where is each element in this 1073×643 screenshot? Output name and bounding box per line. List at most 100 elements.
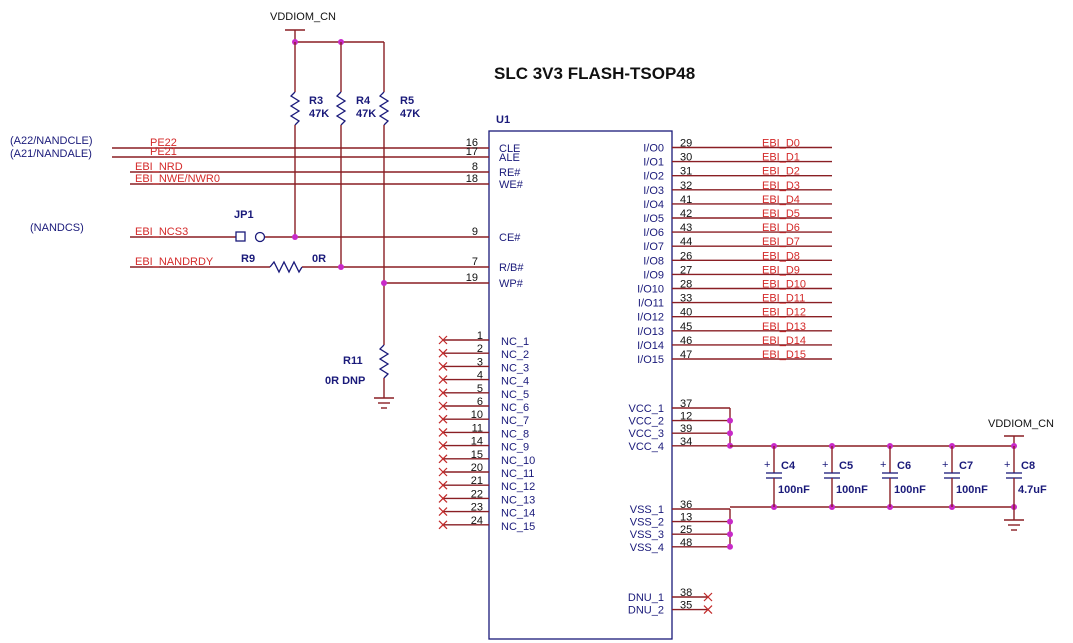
io-pin-name: I/O4 (643, 199, 664, 211)
cap-polarity: + (822, 459, 828, 471)
resistor-r5 (378, 42, 390, 345)
cap-ref: C6 (897, 460, 911, 472)
alias-ncs: (NANDCS) (30, 222, 84, 234)
io-pin-number: 47 (680, 349, 692, 361)
io-pin-number: 32 (680, 180, 692, 192)
io-pin-name: I/O0 (643, 143, 664, 155)
io-pin-number: 29 (680, 138, 692, 150)
io-pin-name: I/O1 (643, 157, 664, 169)
io-pin-name: I/O11 (638, 298, 664, 310)
r5-value: 47K (400, 108, 420, 120)
junction-dot (727, 518, 733, 525)
nc-pin-number: 5 (477, 383, 483, 395)
io-pin-name: I/O5 (643, 213, 664, 225)
nc-pin-number: 11 (472, 422, 483, 434)
jp1-ref: JP1 (234, 209, 254, 221)
flash-chip-body (488, 130, 673, 640)
cap-value: 4.7uF (1018, 484, 1047, 496)
vcc-pin-name: VCC_1 (629, 403, 664, 415)
io-net-label: EBI_D8 (762, 250, 800, 262)
cap-value: 100nF (836, 484, 868, 496)
vddiom-label-right: VDDIOM_CN (988, 418, 1054, 430)
vcc-pin-number: 34 (680, 436, 692, 448)
cap-polarity: + (880, 459, 886, 471)
pin-name-left: CLE (499, 143, 520, 155)
io-pin-number: 41 (680, 194, 692, 206)
cap-ref: C8 (1021, 460, 1035, 472)
io-pin-name: I/O14 (637, 340, 664, 352)
io-pin-number: 42 (680, 208, 692, 220)
vss-pin-name: VSS_1 (630, 504, 664, 516)
vss-pin-number: 36 (680, 499, 692, 511)
pin-number-left: 19 (466, 272, 478, 284)
vss-pin-number: 13 (680, 512, 692, 524)
pin-name-left: CE# (499, 232, 521, 244)
pin-name-left: ALE (499, 152, 520, 164)
vddiom-label-top: VDDIOM_CN (270, 11, 336, 23)
junction-dot (727, 543, 733, 550)
io-pin-number: 31 (680, 166, 692, 178)
io-net-label: EBI_D5 (762, 208, 800, 220)
io-pin-number: 30 (680, 152, 692, 164)
ground-symbol-caps (1004, 519, 1024, 531)
vss-pin-name: VSS_4 (630, 542, 664, 554)
ground-symbol-r11 (374, 397, 394, 409)
chip-ref: U1 (496, 114, 510, 126)
dnu-pin-number: 38 (680, 587, 692, 599)
nc-pin-name: NC_6 (501, 402, 529, 414)
r5-ref: R5 (400, 95, 414, 107)
vcc-pin-name: VCC_4 (629, 441, 664, 453)
io-pin-number: 46 (680, 335, 692, 347)
net-label-left: PE22 (150, 137, 177, 149)
vcc-pin-name: VCC_2 (629, 416, 664, 428)
jumper-jp1 (235, 231, 266, 243)
io-pin-name: I/O9 (643, 269, 664, 281)
io-net-label: EBI_D15 (762, 349, 806, 361)
cap-polarity: + (942, 459, 948, 471)
nc-pin-number: 1 (477, 330, 483, 342)
io-net-label: EBI_D0 (762, 138, 800, 150)
io-net-label: EBI_D9 (762, 264, 800, 276)
junction-dot (727, 417, 733, 424)
io-pin-number: 27 (680, 264, 692, 276)
r4-ref: R4 (356, 95, 371, 107)
io-net-label: EBI_D11 (762, 293, 805, 305)
nc-pin-number: 22 (471, 488, 483, 500)
nc-pin-name: NC_11 (501, 468, 534, 480)
nc-pin-name: NC_3 (501, 362, 529, 374)
nc-pin-name: NC_14 (501, 508, 535, 520)
pin-name-left: RE# (499, 167, 521, 179)
resistor-r4 (335, 42, 347, 267)
nc-pin-name: NC_8 (501, 428, 529, 440)
cap-ref: C5 (839, 460, 853, 472)
r3-value: 47K (309, 108, 329, 120)
alias-ale: (A21/NANDALE) (10, 148, 92, 160)
io-pin-name: I/O3 (643, 185, 664, 197)
io-pin-number: 26 (680, 250, 692, 262)
nc-pin-number: 4 (477, 370, 483, 382)
nc-pin-number: 23 (471, 502, 483, 514)
io-pin-number: 33 (680, 293, 692, 305)
nc-pin-name: NC_15 (501, 521, 535, 533)
io-pin-name: I/O2 (643, 171, 664, 183)
nc-pin-name: NC_12 (501, 481, 535, 493)
nc-pin-number: 21 (471, 475, 483, 487)
vcc-pin-number: 12 (680, 411, 692, 423)
nc-pin-number: 20 (471, 462, 483, 474)
io-pin-number: 40 (680, 307, 692, 319)
r9-ref: R9 (241, 253, 255, 265)
resistor-r3 (289, 42, 301, 237)
cap-polarity: + (1004, 459, 1010, 471)
io-net-label: EBI_D10 (762, 279, 806, 291)
io-pin-name: I/O7 (643, 241, 664, 253)
net-label-left: EBI_NRD (135, 161, 183, 173)
r11-value: 0R DNP (325, 375, 365, 387)
vcc-pin-number: 39 (680, 423, 692, 435)
dnu-pin-name: DNU_1 (628, 592, 664, 604)
pin-number-left: 18 (466, 173, 478, 185)
